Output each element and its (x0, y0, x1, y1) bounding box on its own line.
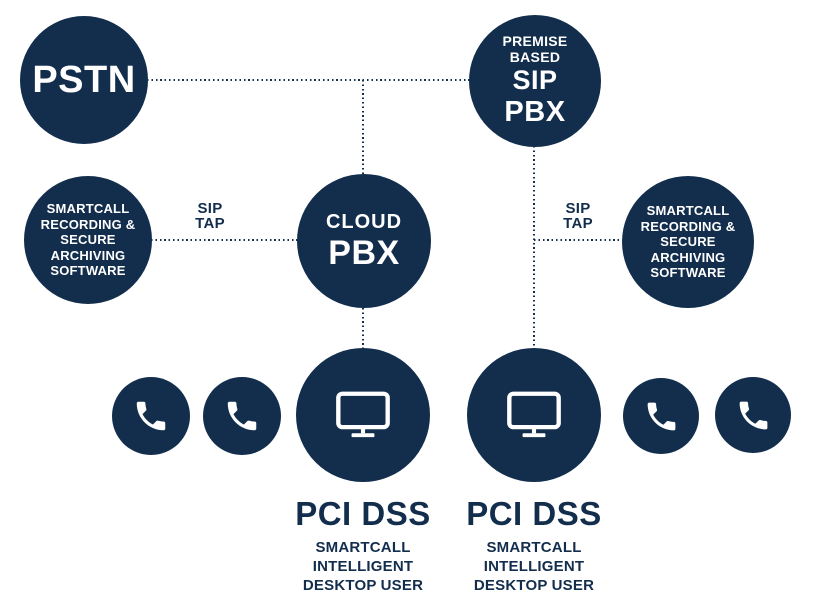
connector-pstn-to-premise-pbx (147, 79, 469, 81)
pci-dss-sub-line1: SMARTCALL (486, 539, 582, 556)
smartcall-right-line2: RECORDING & (640, 218, 736, 234)
sip-tap-left-line2: TAP (195, 215, 225, 232)
node-pstn: PSTN (20, 16, 148, 144)
pci-dss-sub-line2: INTELLIGENT (483, 558, 585, 575)
phone-icon (647, 402, 675, 430)
smartcall-left-line4: ARCHIVING (50, 247, 126, 263)
node-premise-label-line4: PBX (504, 96, 566, 128)
connector-left-smartcall-to-cloud-pbx (151, 239, 297, 241)
smartcall-right-line5: SOFTWARE (650, 265, 726, 281)
smartcall-left-line5: SOFTWARE (50, 263, 126, 279)
smartcall-left-line1: SMARTCALL (46, 201, 130, 217)
smartcall-right-line3: SECURE (660, 234, 716, 250)
pci-dss-sub-line3: DESKTOP USER (302, 577, 424, 594)
cloud-pbx-label-small: CLOUD (325, 211, 403, 233)
node-pstn-label: PSTN (32, 58, 136, 101)
connector-cloud-pbx-to-left-desktop (362, 308, 364, 349)
pci-dss-sub-line1: SMARTCALL (315, 539, 411, 556)
pci-dss-sub-line2: INTELLIGENT (312, 558, 414, 575)
node-desktop-user-right (467, 348, 601, 482)
smartcall-left-line2: RECORDING & (40, 216, 136, 232)
node-premise-label-line3: SIP (512, 65, 558, 95)
sip-tap-left-line1: SIP (197, 200, 223, 217)
node-phone-handset-4 (715, 377, 791, 453)
node-smartcall-recording-left: SMARTCALL RECORDING & SECURE ARCHIVING S… (24, 176, 152, 304)
smartcall-right-line4: ARCHIVING (650, 249, 726, 265)
node-premise-label-line1: PREMISE (502, 33, 568, 49)
node-phone-handset-3 (623, 378, 699, 454)
phone-icon (136, 401, 166, 431)
sip-tap-label-right: SIP TAP (546, 201, 610, 231)
monitor-icon (507, 391, 561, 438)
smartcall-left-line3: SECURE (60, 232, 116, 248)
node-premise-label-line2: BASED (509, 49, 561, 65)
pci-dss-caption-left: PCI DSS SMARTCALL INTELLIGENT DESKTOP US… (263, 496, 463, 595)
node-premise-sip-pbx: PREMISE BASED SIP PBX (469, 15, 601, 147)
sip-tap-label-left: SIP TAP (178, 201, 242, 231)
node-cloud-pbx: CLOUD PBX (297, 174, 431, 308)
connector-premise-pbx-to-right-desktop (533, 146, 535, 348)
pci-dss-title: PCI DSS (295, 495, 431, 532)
pci-dss-title: PCI DSS (466, 495, 602, 532)
node-phone-handset-1 (112, 377, 190, 455)
phone-icon (227, 401, 257, 431)
smartcall-right-line1: SMARTCALL (646, 203, 730, 219)
node-desktop-user-left (296, 348, 430, 482)
sip-tap-right-line1: SIP (565, 200, 591, 217)
connector-trunk-to-cloud-pbx (362, 80, 364, 174)
pci-dss-sub-line3: DESKTOP USER (473, 577, 595, 594)
monitor-icon (336, 391, 390, 438)
pci-dss-caption-right: PCI DSS SMARTCALL INTELLIGENT DESKTOP US… (434, 496, 634, 595)
cloud-pbx-label-big: PBX (328, 234, 400, 272)
phone-icon (739, 401, 767, 429)
connector-right-smartcall-to-premise-line (534, 239, 622, 241)
node-smartcall-recording-right: SMARTCALL RECORDING & SECURE ARCHIVING S… (622, 176, 754, 308)
node-phone-handset-2 (203, 377, 281, 455)
sip-tap-right-line2: TAP (563, 215, 593, 232)
